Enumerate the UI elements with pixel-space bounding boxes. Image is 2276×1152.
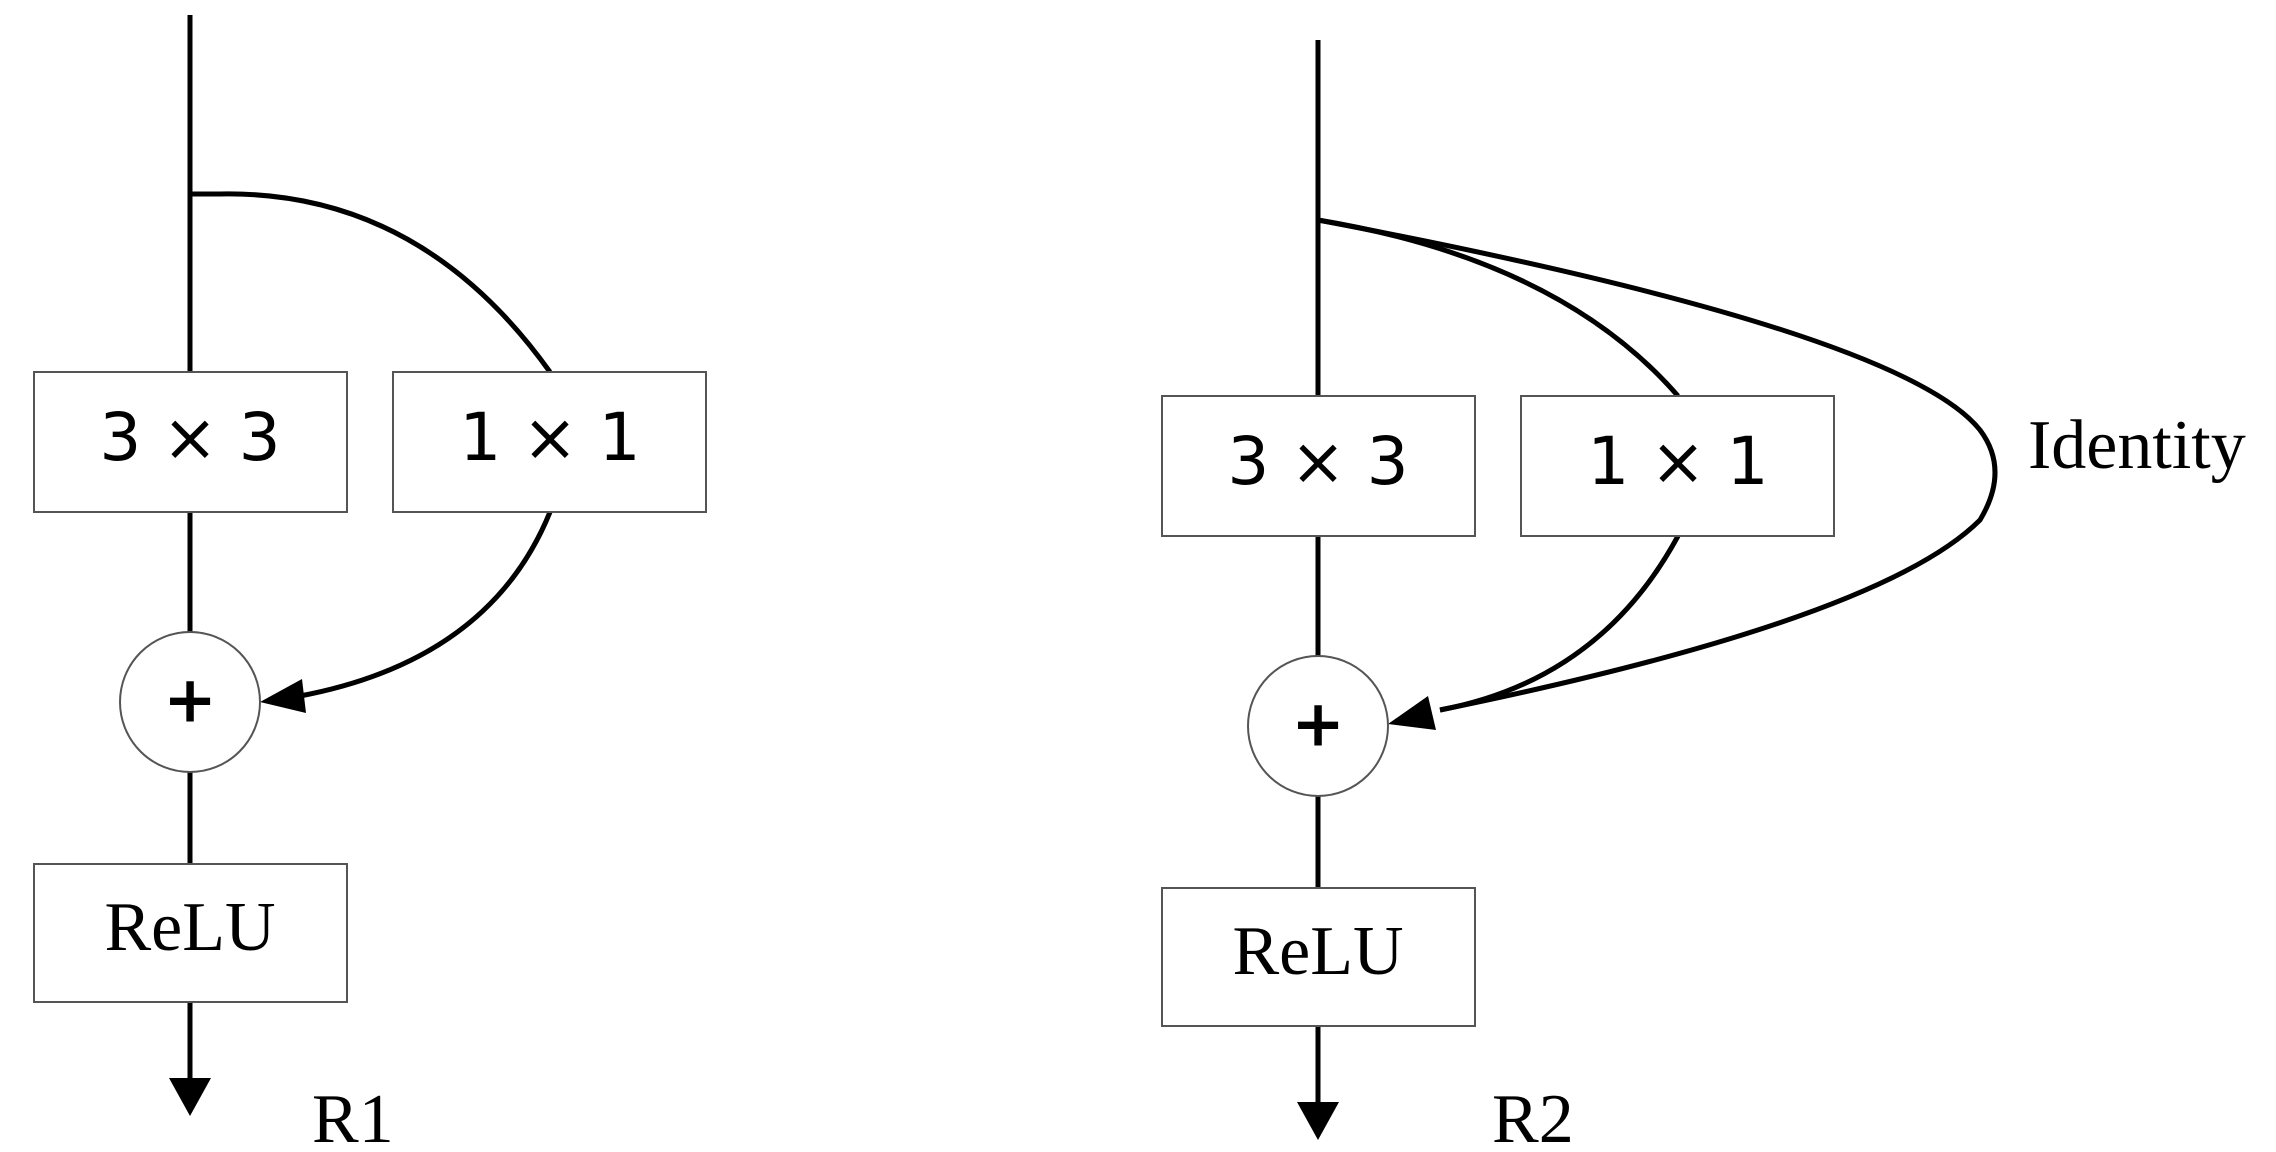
r2-relu-box — [1161, 887, 1476, 1027]
r1-conv3x3-label: 3 × 3 — [99, 399, 280, 476]
r1-sum-symbol: + — [163, 664, 217, 738]
r2-conv3x3-label: 3 × 3 — [1227, 423, 1408, 500]
r2-sum-symbol: + — [1291, 688, 1345, 762]
r1-conv1x1-box — [392, 371, 707, 513]
r1-block-name: R1 — [312, 1081, 394, 1152]
r1-conv3x3-box — [33, 371, 348, 513]
r2-merge-arrowhead — [1388, 696, 1436, 730]
block-r2: 3 × 3 1 × 1 + ReLU Identity R2 — [1161, 40, 2246, 1152]
r1-relu-label: ReLU — [104, 889, 275, 966]
r2-relu-label: ReLU — [1232, 913, 1403, 990]
r1-branch-out-curve — [299, 511, 553, 699]
r1-sum-node — [119, 631, 261, 773]
r1-branch-arrowhead — [260, 679, 306, 713]
r2-conv1x1-box — [1520, 395, 1835, 537]
r2-conv3x3-box — [1161, 395, 1476, 537]
r2-branch-in-curve — [1317, 217, 1680, 398]
r2-identity-label: Identity — [2028, 407, 2246, 484]
r2-output-arrow — [1297, 1102, 1339, 1140]
r1-conv1x1-label: 1 × 1 — [459, 399, 640, 476]
r2-conv1x1-label: 1 × 1 — [1587, 423, 1768, 500]
r2-block-name: R2 — [1492, 1081, 1574, 1152]
r1-relu-box — [33, 863, 348, 1003]
r2-sum-node — [1247, 655, 1389, 797]
r1-branch-in-curve — [190, 191, 553, 374]
r1-output-arrow — [169, 1078, 211, 1116]
block-r1: 3 × 3 1 × 1 + ReLU R1 — [33, 15, 707, 1152]
r2-identity-curve — [1317, 217, 1998, 713]
